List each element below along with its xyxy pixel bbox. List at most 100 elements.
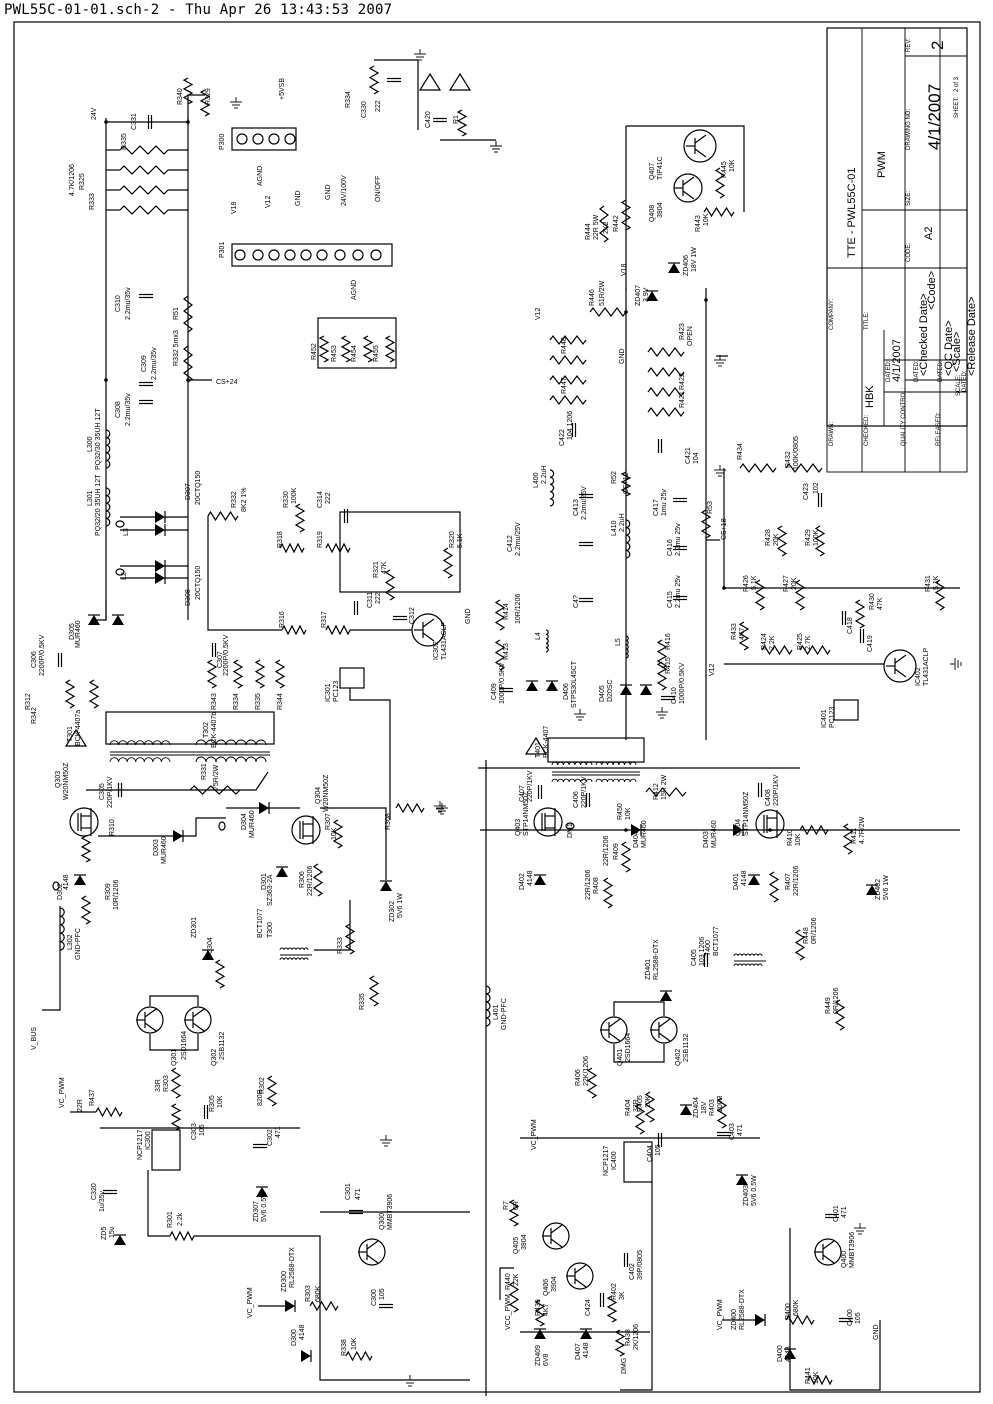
junction-dot (722, 586, 726, 590)
label-text: 680K (315, 1285, 322, 1302)
resistor-symbol (325, 542, 351, 554)
label-text: Q402 (675, 1049, 682, 1066)
label-text: R405 (637, 1095, 644, 1112)
resistor-symbol (119, 145, 169, 155)
label-text: 5V6 0.5W (751, 1175, 758, 1206)
transistor-symbol (694, 148, 707, 158)
label-text: RL2588-DTX (289, 1247, 296, 1288)
label-text: 22R/1206 (307, 866, 314, 896)
resistor-symbol (332, 819, 344, 849)
label-text: TL431ACLP (441, 622, 448, 660)
resistor-symbol (768, 871, 780, 903)
diode-symbol (748, 875, 760, 885)
wire (626, 125, 745, 212)
label-text: D300 (291, 1329, 298, 1346)
label-text: C418 (847, 617, 854, 634)
label-text: 2.2mu/35v (125, 393, 132, 426)
diode-symbol (276, 867, 288, 877)
label-text: 105 (199, 1124, 206, 1136)
label-text: L301 (87, 490, 94, 506)
resistor-symbol (606, 1295, 618, 1323)
label-text: R415 (665, 657, 672, 674)
label-text: 4148 (299, 1324, 306, 1340)
transformer-coil (551, 761, 593, 766)
label-text: 200R (717, 1095, 724, 1112)
label-text: 1000P/0.5KV (499, 662, 506, 704)
feedback-box (340, 512, 460, 592)
label-text: 20CTQ150 (195, 471, 202, 505)
label-text: R309 (105, 883, 112, 900)
diode-symbol (866, 885, 878, 895)
connector-pin (252, 133, 264, 145)
resistor-symbol (620, 199, 632, 231)
label-text: 100K (291, 487, 298, 504)
qc-dated-label: DATED: (938, 360, 944, 382)
transistor-symbol (822, 1240, 835, 1250)
label-text: 2SD1664 (625, 1033, 632, 1062)
code-value: <Code> (926, 271, 938, 310)
inductor-symbol (549, 469, 555, 507)
transformer-coil (595, 778, 637, 783)
label-text: 15v (109, 1226, 116, 1238)
label-text: D20SC (607, 679, 614, 702)
label-text: MUR460 (641, 820, 648, 848)
resistor-symbol (254, 659, 266, 689)
resistor-symbol (647, 407, 685, 417)
label-text: D406 (563, 683, 570, 700)
title-label: TITLE: (864, 312, 870, 330)
label-text: MUR460 (711, 820, 718, 848)
ic-body (105, 711, 275, 745)
wire (147, 1170, 170, 1237)
junction-dot (704, 298, 708, 302)
label-text: ZD409 (535, 1345, 542, 1366)
label-text: D308 (185, 589, 192, 606)
label-text: R7 (503, 1201, 510, 1210)
net-vcpwm-left2: VC_PWM (247, 1287, 254, 1318)
label-text: D405 (599, 685, 606, 702)
label-text: C407 (519, 785, 526, 802)
wire (42, 906, 61, 1011)
transistor-symbol (366, 1254, 379, 1264)
label-text: C419 (867, 635, 874, 652)
inductor-symbol (105, 487, 111, 527)
label-text: 10R/1206 (113, 880, 120, 910)
label-text: 222 (375, 100, 382, 112)
net-vcpwm-right: VC_PWM (531, 1119, 538, 1150)
transformer-coil (595, 761, 637, 766)
diode-symbol (526, 681, 538, 691)
resistor-symbol (442, 547, 454, 579)
resistor-symbol (325, 624, 351, 636)
company-label: COMPANY: (829, 298, 835, 330)
label-text: PQ32/30 35UH 12T (95, 408, 102, 470)
resistor-symbol (739, 463, 777, 473)
resistor-symbol (761, 644, 793, 656)
label-text: C308 (115, 401, 122, 418)
diode-symbol (580, 1329, 592, 1339)
label-text: 3K (619, 1291, 626, 1300)
checked-label: CHECKED: (864, 415, 870, 446)
label-text: R413 (503, 643, 510, 660)
label-text: R448 (561, 337, 568, 354)
label-text: 5V6 0.5W (261, 1191, 268, 1222)
mosfet-symbol (533, 807, 563, 837)
label-text: 33R (633, 1099, 640, 1112)
label-text: 5.1K (751, 575, 758, 590)
transistor-symbol (422, 632, 435, 642)
label-text: R442 (613, 215, 620, 232)
label-text: R303 (305, 1285, 312, 1302)
label-text: T300 (267, 922, 274, 938)
label-text: R301 (167, 1211, 174, 1228)
label-text: 20CTQ150 (195, 566, 202, 600)
junction-dot (104, 378, 108, 382)
label-text: 680K (793, 1299, 800, 1316)
diode-symbol (155, 511, 165, 523)
size-label: SIZE: (906, 191, 912, 206)
label-text: R446 (589, 289, 596, 306)
resistor-symbol (549, 395, 587, 405)
label-text: T301 (67, 726, 74, 742)
connector-L101 (218, 821, 226, 831)
label-text: 20K (791, 577, 798, 590)
resistor-symbol (703, 206, 735, 218)
ic-body (231, 127, 297, 151)
